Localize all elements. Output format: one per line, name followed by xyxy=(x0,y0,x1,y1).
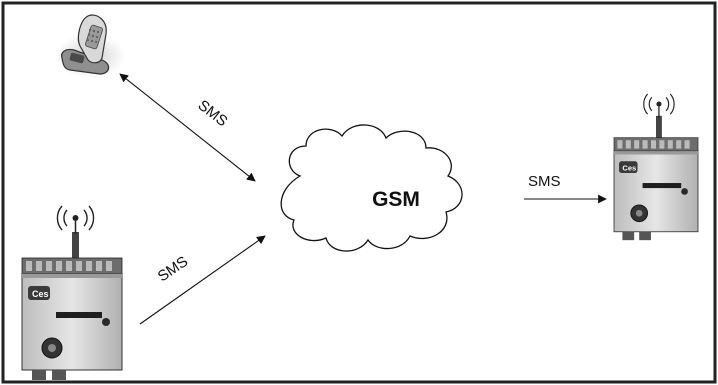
gsm-module-right-icon: Ces xyxy=(613,93,699,241)
device-brand-right: Ces xyxy=(622,163,636,172)
antenna-icon xyxy=(643,93,675,143)
gsm-cloud: GSM xyxy=(280,124,463,252)
gsm-module-left-icon: Ces xyxy=(21,205,123,380)
edge-label-gsm-right-device: SMS xyxy=(528,173,561,190)
gsm-label: GSM xyxy=(372,188,420,211)
edge-left-device-gsm xyxy=(139,235,266,325)
edge-phone-gsm xyxy=(119,73,256,182)
device-brand-left: Ces xyxy=(32,289,49,299)
mobile-phone-icon xyxy=(54,14,126,78)
